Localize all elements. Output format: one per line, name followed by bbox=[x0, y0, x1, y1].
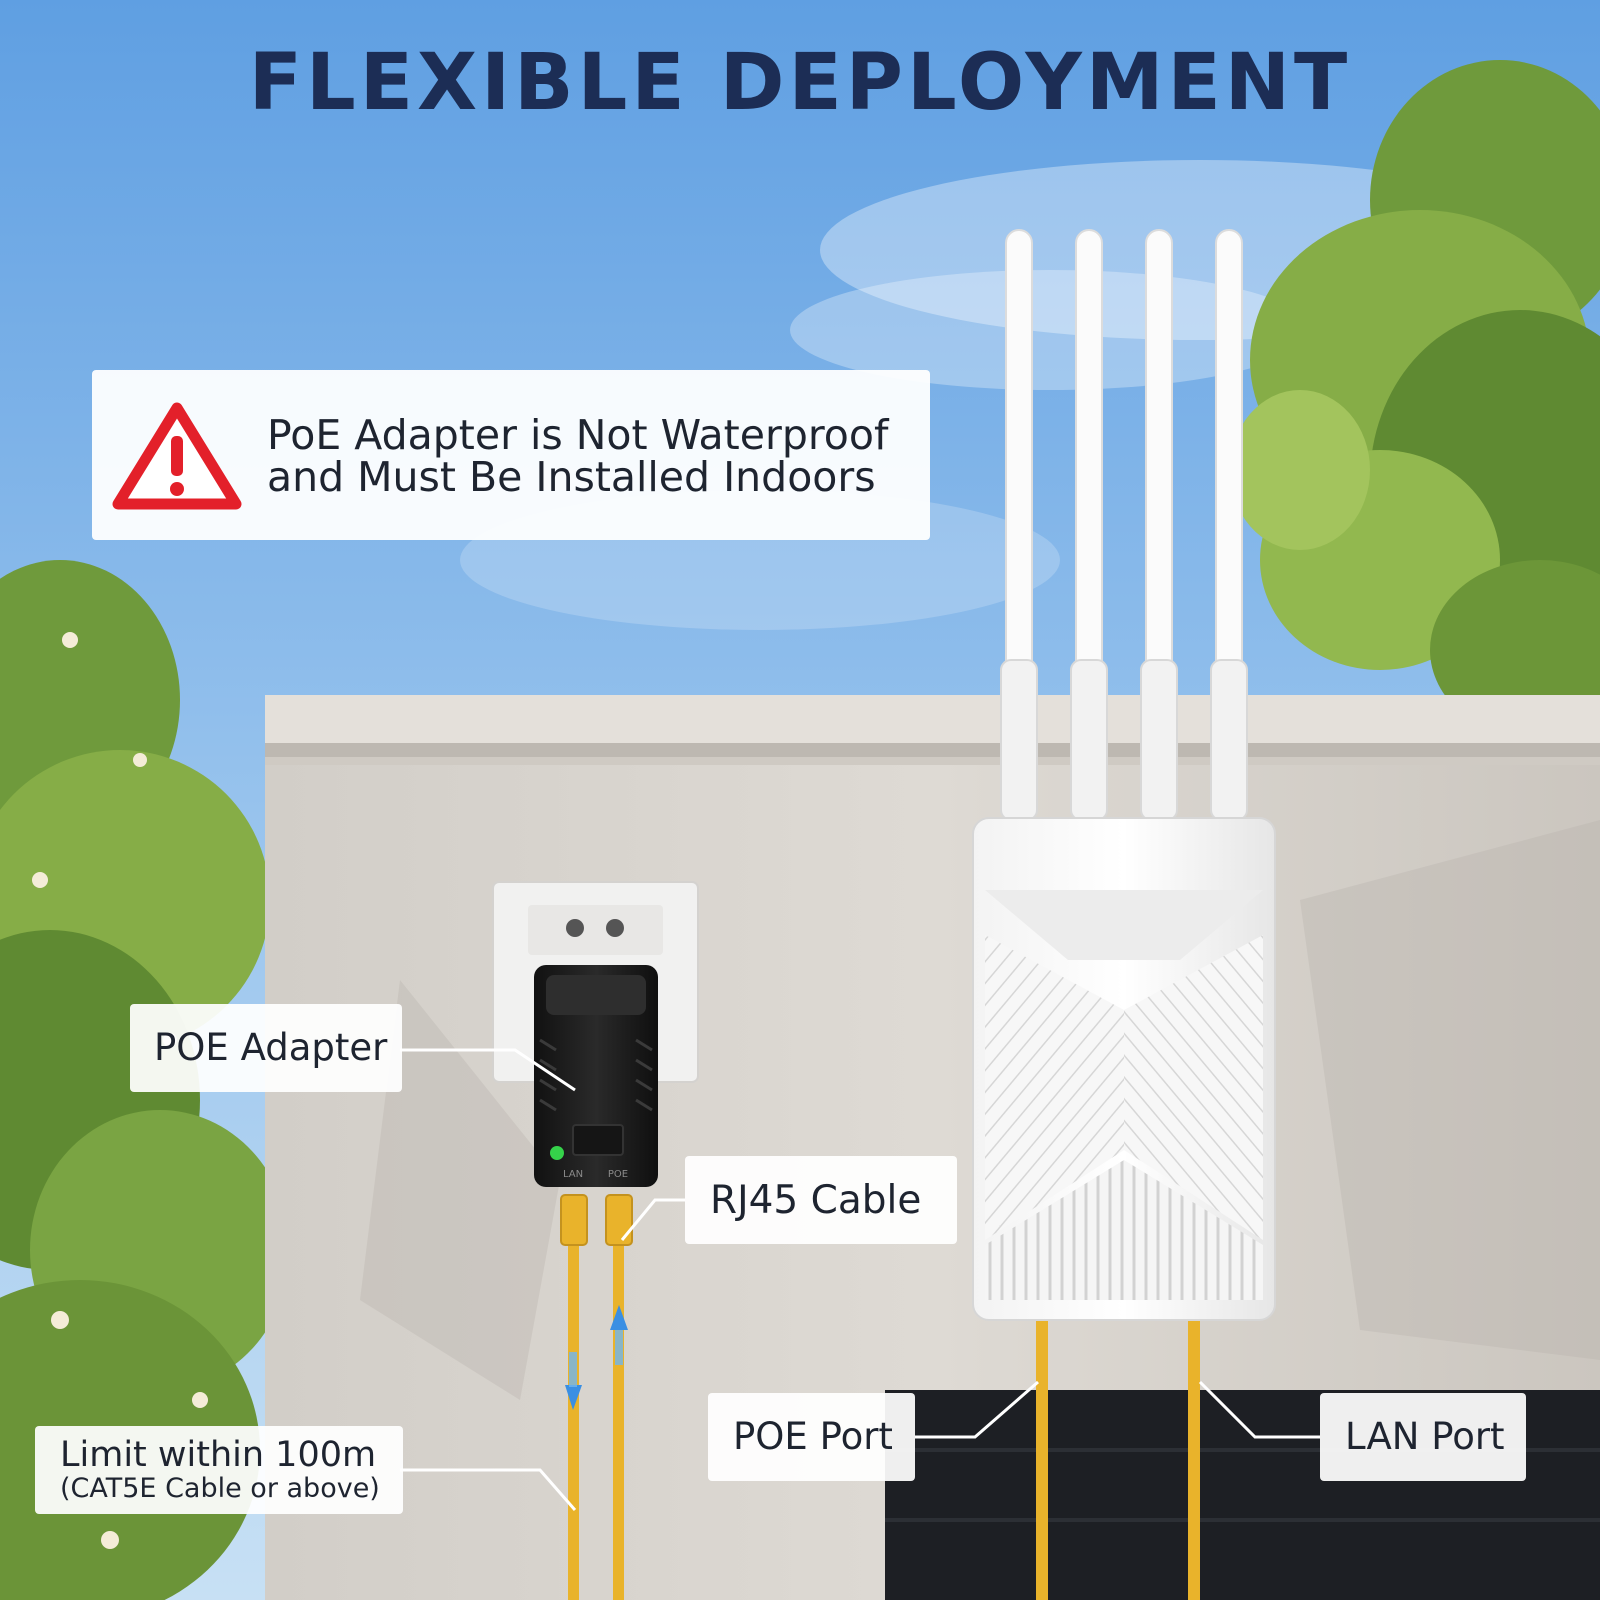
poe-adapter-device bbox=[534, 965, 658, 1187]
router-antennas bbox=[1000, 229, 1248, 821]
leader-poe-adapter bbox=[400, 1048, 576, 1092]
label-limit-main: Limit within 100m bbox=[60, 1435, 377, 1475]
tree-right bbox=[1230, 60, 1600, 740]
router-cables bbox=[1036, 1310, 1200, 1600]
warning-triangle-icon bbox=[112, 402, 242, 510]
warning-text: PoE Adapter is Not Waterproof and Must B… bbox=[267, 414, 907, 498]
adapter-lan-port-label: LAN bbox=[563, 1169, 583, 1180]
warning-line-2: and Must Be Installed Indoors bbox=[267, 453, 876, 501]
adapter-poe-port-label: POE bbox=[608, 1169, 628, 1180]
label-poe-adapter: POE Adapter bbox=[130, 1004, 402, 1092]
arrow-down-icon bbox=[565, 1385, 582, 1410]
rj45-cables bbox=[560, 1194, 633, 1600]
cloud bbox=[790, 270, 1310, 390]
arrow-up-icon bbox=[610, 1305, 628, 1330]
label-limit-sub: (CAT5E Cable or above) bbox=[60, 1473, 380, 1504]
label-cable-limit: Limit within 100m (CAT5E Cable or above) bbox=[35, 1426, 403, 1514]
label-lan-port-text: LAN Port bbox=[1345, 1415, 1505, 1458]
label-rj45-cable-text: RJ45 Cable bbox=[710, 1178, 922, 1223]
label-poe-port: POE Port bbox=[708, 1393, 915, 1481]
leader-rj45-cable bbox=[620, 1198, 685, 1241]
label-lan-port: LAN Port bbox=[1320, 1393, 1526, 1481]
warning-line-1: PoE Adapter is Not Waterproof bbox=[267, 411, 889, 459]
label-poe-port-text: POE Port bbox=[733, 1415, 893, 1458]
label-poe-adapter-text: POE Adapter bbox=[154, 1026, 388, 1069]
leader-lan-port bbox=[1198, 1380, 1320, 1439]
leader-poe-port bbox=[915, 1380, 1039, 1439]
warning-banner: PoE Adapter is Not Waterproof and Must B… bbox=[92, 370, 930, 540]
label-rj45-cable: RJ45 Cable bbox=[685, 1156, 957, 1244]
power-led-icon bbox=[550, 1146, 564, 1160]
leader-limit bbox=[400, 1468, 577, 1511]
outdoor-router bbox=[972, 817, 1276, 1321]
leader-lines bbox=[400, 1048, 1320, 1511]
page-title: FLEXIBLE DEPLOYMENT bbox=[248, 38, 1352, 128]
